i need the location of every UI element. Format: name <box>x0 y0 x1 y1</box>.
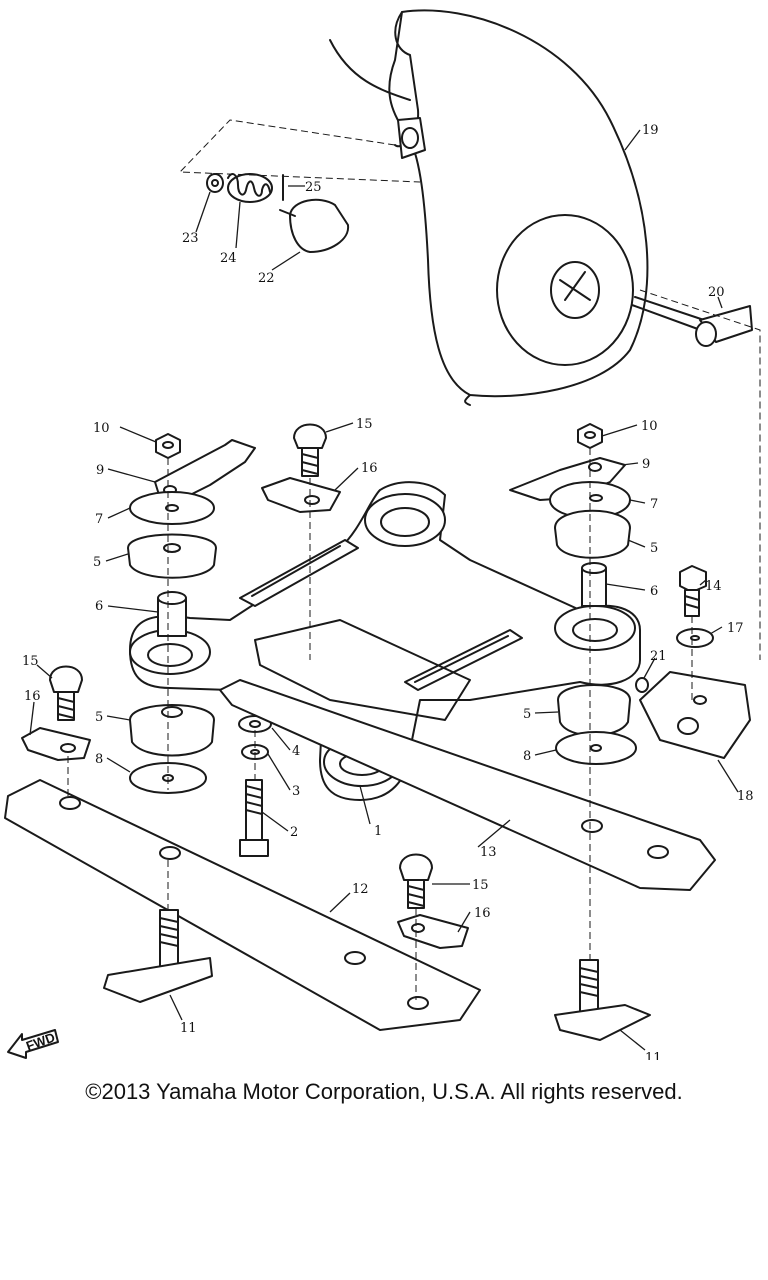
collar-6-right <box>581 562 607 607</box>
callout-16: 16 <box>361 461 378 476</box>
callout-7: 7 <box>650 497 658 512</box>
plate-18 <box>639 671 751 759</box>
rubber-mount-5-right-lower <box>557 684 631 737</box>
callout-16: 16 <box>474 906 491 921</box>
callout-6: 6 <box>95 599 103 614</box>
callout-9: 9 <box>642 457 650 472</box>
callout-1: 1 <box>374 824 382 839</box>
callout-15: 15 <box>472 878 489 893</box>
bolt-2 <box>239 779 269 857</box>
bracket-19 <box>397 117 426 159</box>
callout-5: 5 <box>95 710 103 725</box>
washer-8-right <box>555 731 637 765</box>
copyright-text: ©2013 Yamaha Motor Corporation, U.S.A. A… <box>85 1079 683 1104</box>
callout-23: 23 <box>182 231 199 246</box>
collar-6-left <box>157 591 187 637</box>
clip-21 <box>635 677 649 693</box>
callout-10: 10 <box>641 419 658 434</box>
spring-24 <box>227 173 273 203</box>
fwd-arrow-icon: FWD <box>7 1029 59 1059</box>
callout-10: 10 <box>93 421 110 436</box>
callout-17: 17 <box>727 621 744 636</box>
bolt-15-left <box>49 665 83 721</box>
skid-12 <box>4 779 481 1031</box>
callout-18: 18 <box>737 789 754 804</box>
stud-plate-11-left <box>103 909 213 1003</box>
bracket-16-bottom <box>397 914 469 949</box>
callout-22: 22 <box>258 271 275 286</box>
callout-4: 4 <box>292 744 300 759</box>
rubber-mount-5-right-upper <box>554 509 631 559</box>
callout-24: 24 <box>220 251 237 266</box>
callout-9: 9 <box>96 463 104 478</box>
callout-5: 5 <box>650 541 658 556</box>
callout-13: 13 <box>480 845 497 860</box>
callout-15: 15 <box>22 654 39 669</box>
rubber-mount-5-left-lower <box>129 704 215 757</box>
nut-10-right <box>577 423 603 449</box>
callout-16: 16 <box>24 689 41 704</box>
bolt-15-bottom <box>399 853 433 909</box>
fwd-label: FWD <box>24 1029 57 1053</box>
mount-frame-1 <box>129 481 641 801</box>
nut-10-left <box>155 433 181 459</box>
fan-cover <box>329 9 649 406</box>
washer-23 <box>206 173 224 193</box>
callout-14: 14 <box>705 579 722 594</box>
skid-13 <box>219 679 716 891</box>
leader-lines <box>29 129 739 1051</box>
callout-2: 2 <box>290 825 298 840</box>
rubber-mount-5-left-upper <box>127 533 217 579</box>
callout-12: 12 <box>352 882 369 897</box>
callout-11: 11 <box>645 1051 662 1060</box>
callout-5: 5 <box>523 707 531 722</box>
parts-diagram: 1 2 3 4 5 5 5 5 6 6 7 7 8 8 9 9 10 10 11… <box>4 9 761 1060</box>
callout-8: 8 <box>523 749 531 764</box>
callout-21: 21 <box>650 649 667 664</box>
callout-7: 7 <box>95 512 103 527</box>
bracket-16-left <box>21 727 91 761</box>
washer-17 <box>676 628 714 648</box>
bracket-16-top <box>261 477 341 513</box>
callout-25: 25 <box>305 180 322 195</box>
stud-plate-11-right <box>554 959 651 1041</box>
callout-8: 8 <box>95 752 103 767</box>
callout-5: 5 <box>93 555 101 570</box>
callout-19: 19 <box>642 123 659 138</box>
bracket-9-right <box>509 457 626 501</box>
bolt-14 <box>679 565 707 617</box>
knob-22 <box>279 198 350 253</box>
callout-3: 3 <box>292 784 300 799</box>
bolt-15-top <box>293 423 327 477</box>
callout-11: 11 <box>180 1021 197 1036</box>
callout-6: 6 <box>650 584 658 599</box>
callout-15: 15 <box>356 417 373 432</box>
washer-7-left <box>129 491 215 525</box>
callout-numbers: 1 2 3 4 5 5 5 5 6 6 7 7 8 8 9 9 10 10 11… <box>22 123 754 1060</box>
pin-20 <box>631 296 753 347</box>
callout-20: 20 <box>708 285 725 300</box>
